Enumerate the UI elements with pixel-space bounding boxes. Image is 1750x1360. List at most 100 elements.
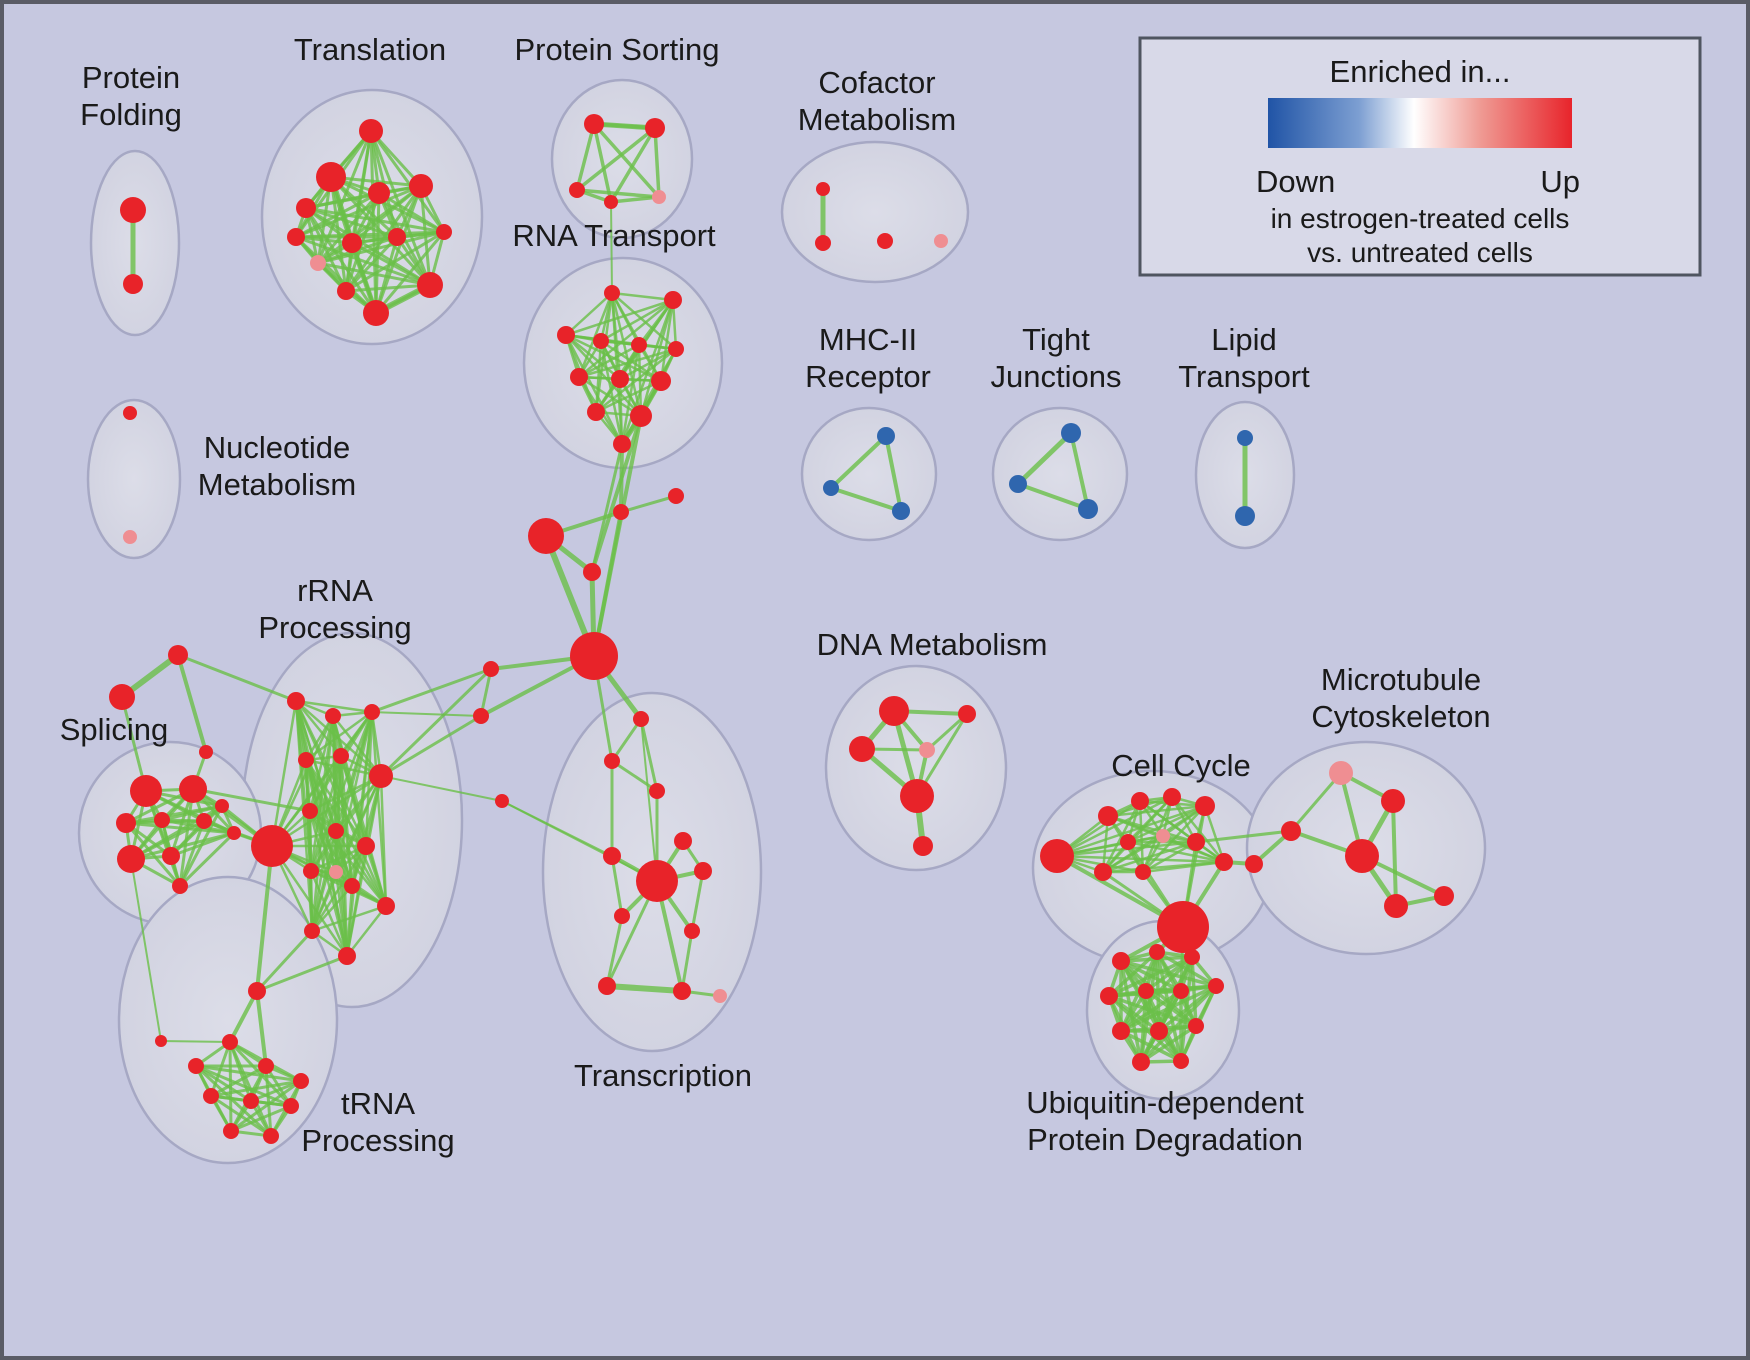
network-edge — [329, 175, 423, 188]
cluster-label-translation: Translation — [294, 32, 446, 67]
network-edge — [479, 667, 493, 718]
network-edge — [371, 711, 482, 717]
network-edge — [680, 929, 694, 993]
network-edge — [364, 710, 374, 848]
network-edge — [264, 1064, 273, 1138]
network-node-tx2 — [604, 753, 620, 769]
network-edge — [255, 929, 314, 993]
cluster-label-transcription: Transcription — [574, 1058, 752, 1093]
network-node-tl8 — [388, 228, 406, 246]
network-edge — [191, 787, 312, 813]
network-node-rt5 — [631, 337, 647, 353]
network-node-tl7 — [342, 233, 362, 253]
network-edge — [178, 804, 224, 888]
network-node-cc11 — [1135, 864, 1151, 880]
network-node-rr13 — [344, 878, 360, 894]
network-edge — [345, 884, 354, 958]
network-node-mc2 — [1381, 789, 1405, 813]
network-edge — [577, 375, 643, 418]
network-edge — [178, 831, 236, 888]
network-node-lt1 — [1237, 430, 1253, 446]
network-node-tx9 — [684, 923, 700, 939]
network-edge — [610, 717, 643, 763]
network-node-tx1 — [633, 711, 649, 727]
network-edge — [310, 829, 338, 933]
network-node-mc7 — [1245, 855, 1263, 873]
network-edge — [364, 844, 388, 908]
network-node-tx12 — [713, 989, 727, 1003]
network-node-ub6 — [1173, 983, 1189, 999]
network-node-sp1 — [130, 775, 162, 807]
network-edge — [309, 774, 383, 873]
network-edge — [564, 333, 624, 446]
network-edge — [270, 699, 298, 848]
network-node-mc6 — [1384, 894, 1408, 918]
cluster-label-cell-cycle: Cell Cycle — [1111, 748, 1251, 783]
network-node-rr5 — [333, 748, 349, 764]
network-edge — [1194, 829, 1293, 844]
network-node-br1 — [528, 518, 564, 554]
network-node-rr15 — [304, 923, 320, 939]
network-edge — [829, 434, 888, 490]
network-node-fs2 — [109, 684, 135, 710]
network-node-br3 — [668, 488, 684, 504]
network-node-mh3 — [892, 502, 910, 520]
network-edge — [374, 191, 381, 315]
cluster-label-cofactor-metabolism: Cofactor — [818, 65, 935, 100]
cluster-label-mhc-ii-receptor: MHC-II — [819, 322, 917, 357]
network-edge — [610, 291, 643, 418]
network-node-ub9 — [1150, 1022, 1168, 1040]
network-edge — [1016, 482, 1090, 511]
network-node-rr8 — [251, 825, 293, 867]
network-edge — [618, 347, 678, 381]
network-node-tl3 — [296, 198, 316, 218]
network-edge — [1391, 799, 1398, 908]
network-edge — [374, 230, 446, 315]
network-node-dm1 — [879, 696, 909, 726]
network-edge — [229, 1079, 303, 1133]
network-edge — [829, 486, 903, 513]
network-edge — [294, 230, 446, 239]
network-edge — [592, 122, 613, 204]
network-node-cc7 — [1156, 829, 1170, 843]
network-node-rr2 — [325, 708, 341, 724]
network-edge — [344, 283, 432, 293]
network-edge — [594, 339, 603, 414]
cluster-label-protein-sorting: Protein Sorting — [514, 32, 719, 67]
network-node-mc5 — [1434, 886, 1454, 906]
network-edge — [592, 510, 623, 658]
network-node-ps5 — [652, 190, 666, 204]
network-edge — [316, 230, 446, 265]
network-node-sp8 — [172, 878, 188, 894]
network-node-dm2 — [958, 705, 976, 723]
network-node-tx11 — [673, 982, 691, 1000]
network-edge — [370, 667, 493, 714]
network-node-cc1 — [1040, 839, 1074, 873]
network-edge — [591, 121, 658, 131]
network-node-br7 — [473, 708, 489, 724]
network-edge — [310, 884, 354, 933]
network-edge — [690, 869, 705, 933]
network-node-tn2 — [222, 1034, 238, 1050]
network-edge — [124, 821, 236, 835]
network-edge — [310, 754, 343, 933]
network-node-tn4 — [258, 1058, 274, 1074]
network-edge — [255, 989, 268, 1068]
nodes-layer — [109, 114, 1454, 1144]
network-node-rr10 — [357, 837, 375, 855]
network-edge — [1139, 1024, 1198, 1064]
network-edge — [379, 667, 493, 778]
network-node-ub3 — [1184, 949, 1200, 965]
network-node-rr4 — [298, 752, 314, 768]
network-edge — [610, 201, 613, 294]
cluster-ellipse-mhc-ii-receptor — [800, 406, 938, 542]
network-node-ub4 — [1100, 987, 1118, 1005]
network-node-rr14 — [377, 897, 395, 915]
network-edge — [209, 1064, 268, 1098]
network-edge — [374, 184, 423, 315]
network-node-rr1 — [287, 692, 305, 710]
network-node-tl6 — [287, 228, 305, 246]
cluster-label-protein-folding: Folding — [80, 97, 182, 132]
network-node-cm4 — [934, 234, 948, 248]
